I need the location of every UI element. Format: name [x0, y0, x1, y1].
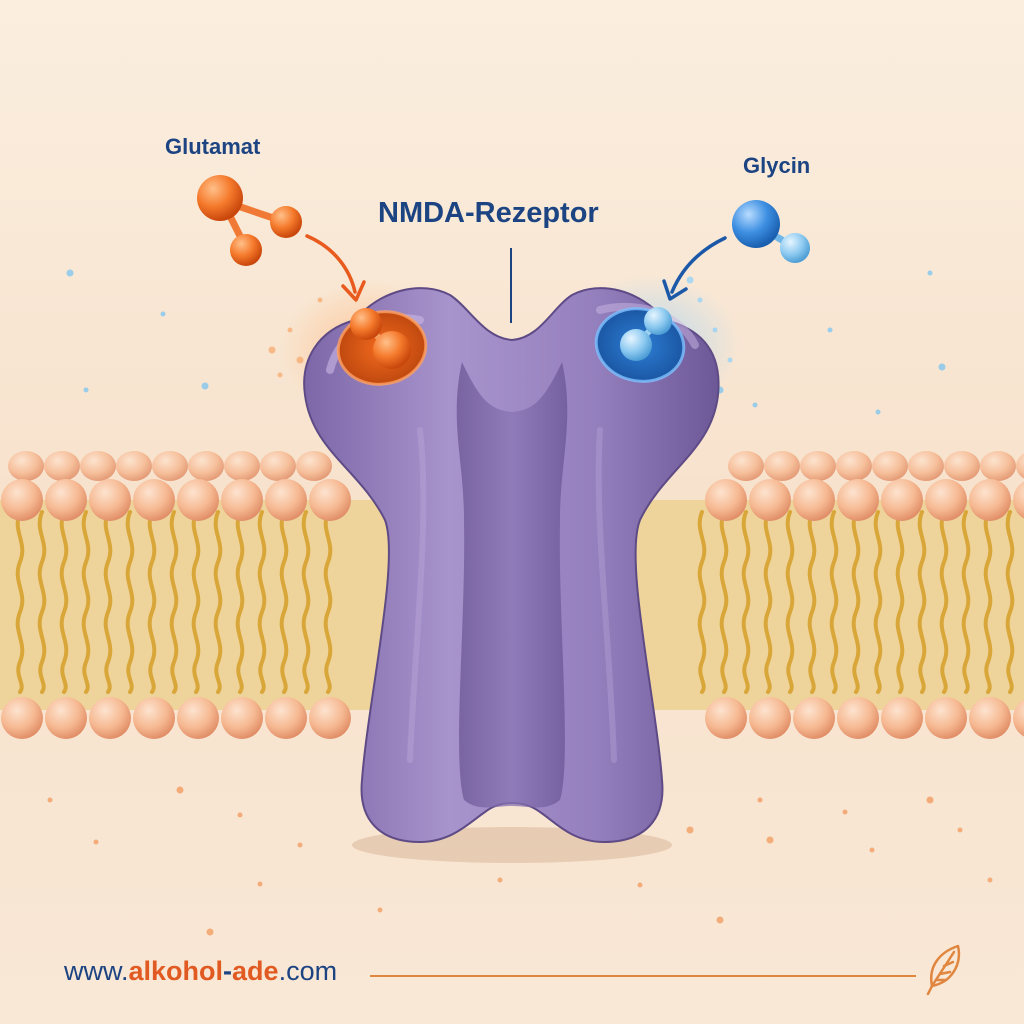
leaf-icon — [926, 944, 961, 996]
glycine-arrow — [662, 236, 727, 301]
glutamate-molecule-icon — [197, 175, 302, 266]
nmda-receptor — [303, 287, 720, 863]
url-suffix: .com — [278, 956, 338, 986]
glutamate-label: Glutamat — [165, 134, 261, 159]
receptor-label: NMDA-Rezeptor — [378, 197, 599, 229]
url-prefix: www. — [64, 956, 129, 986]
bound-glutamate — [350, 308, 411, 369]
glycine-molecule-icon — [732, 200, 810, 263]
url-brand-part2: ade — [232, 956, 279, 986]
url-brand-part1: alkohol — [128, 956, 224, 986]
glutamate-arrow — [305, 234, 366, 302]
bound-glycine — [620, 307, 672, 361]
url-brand-dash: - — [223, 956, 233, 986]
footer-url[interactable]: www.alkohol-ade.com — [64, 956, 337, 987]
glycine-label: Glycin — [743, 153, 811, 178]
